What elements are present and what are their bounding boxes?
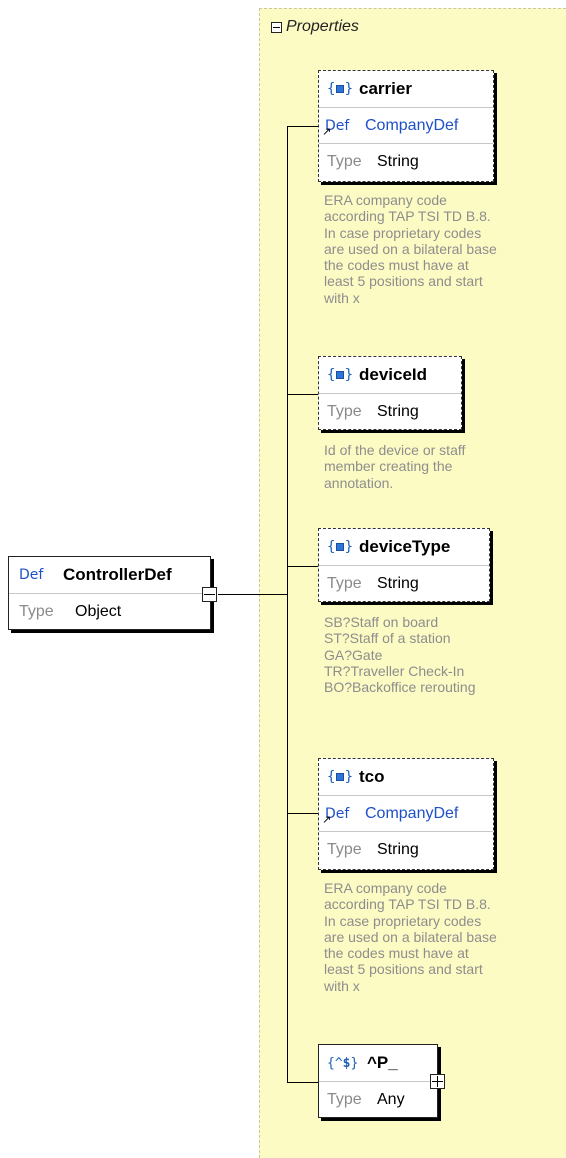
carrier-type-value: String [377,152,419,170]
pattern-property-icon: {^$} [327,1055,359,1071]
root-connector [218,594,288,595]
carrier-node[interactable]: {} carrier Def↗ CompanyDef Type String [318,70,494,182]
element-icon: {} [327,769,353,785]
branch-devicetype [287,566,318,567]
devicetype-node[interactable]: {} deviceType Type String [318,528,490,602]
tco-node[interactable]: {} tco Def↗ CompanyDef Type String [318,758,494,870]
deviceid-name-row: {} deviceId [319,357,461,393]
deviceid-type-row: Type String [319,393,461,429]
branch-tco [287,813,318,814]
tco-description: ERA company code according TAP TSI TD B.… [324,880,497,994]
collapse-icon[interactable] [271,21,282,33]
root-name-row: Def ControllerDef [9,557,210,593]
pattern-type-row: Type Any [319,1081,437,1117]
devicetype-description: SB?Staff on board ST?Staff of a station … [324,614,476,696]
branch-deviceid [287,394,318,395]
tco-def-row: Def↗ CompanyDef [319,795,493,831]
tco-type-value: String [377,840,419,858]
expand-icon[interactable] [430,1074,445,1089]
devicetype-type-value: String [377,574,419,592]
type-label: Type [327,402,362,420]
carrier-name: carrier [359,79,412,98]
devicetype-name: deviceType [359,537,451,556]
type-label: Type [327,574,362,592]
carrier-description: ERA company code according TAP TSI TD B.… [324,192,497,306]
carrier-def-row: Def↗ CompanyDef [319,107,493,143]
tco-def-value[interactable]: CompanyDef [365,804,459,822]
def-link-icon: Def↗ [322,805,350,826]
devicetype-name-row: {} deviceType [319,529,489,565]
tco-name: tco [359,767,385,786]
pattern-node[interactable]: {^$} ^P_ Type Any [318,1044,438,1118]
element-icon: {} [327,539,353,555]
type-label: Type [19,602,54,620]
tco-type-row: Type String [319,831,493,867]
devicetype-type-row: Type String [319,565,489,601]
deviceid-type-value: String [377,402,419,420]
branch-pattern [287,1082,318,1083]
carrier-type-row: Type String [319,143,493,179]
carrier-name-row: {} carrier [319,71,493,107]
root-name: ControllerDef [63,565,172,584]
type-label: Type [327,840,362,858]
expand-collapse-icon[interactable] [202,587,217,602]
pattern-type-value: Any [377,1090,405,1108]
properties-title: Properties [286,18,359,35]
def-link-icon: Def↗ [322,117,350,138]
def-icon: Def [19,567,44,583]
tco-name-row: {} tco [319,759,493,795]
controllerdef-node[interactable]: Def ControllerDef Type Object [8,556,211,630]
deviceid-description: Id of the device or staff member creatin… [324,442,466,491]
element-icon: {} [327,81,353,97]
type-label: Type [327,1090,362,1108]
pattern-name: ^P_ [367,1053,398,1072]
deviceid-name: deviceId [359,365,428,384]
properties-header: Properties [271,18,359,36]
carrier-def-value[interactable]: CompanyDef [365,116,459,134]
root-type-value: Object [75,602,122,620]
deviceid-node[interactable]: {} deviceId Type String [318,356,462,430]
branch-carrier [287,126,318,127]
element-icon: {} [327,367,353,383]
type-label: Type [327,152,362,170]
root-type-row: Type Object [9,593,210,629]
vertical-trunk [287,126,288,1082]
pattern-name-row: {^$} ^P_ [319,1045,437,1081]
